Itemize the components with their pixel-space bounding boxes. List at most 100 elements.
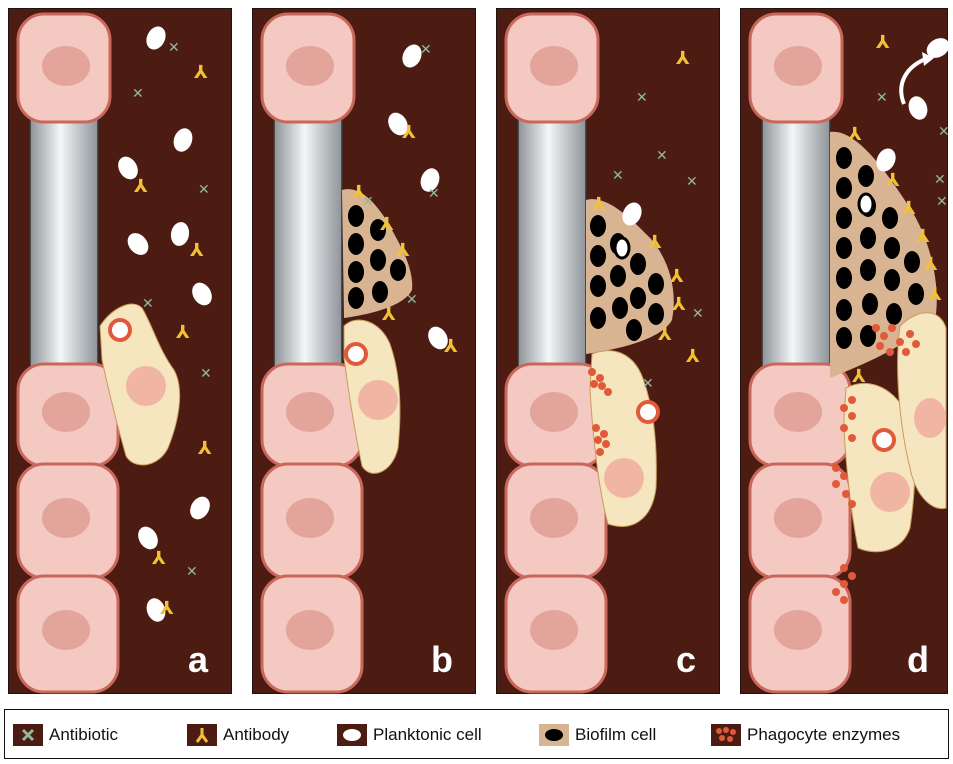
panel-label: d: [907, 639, 929, 680]
svg-text:⅄: ⅄: [876, 32, 890, 53]
nucleus: [774, 498, 822, 538]
svg-text:⅄: ⅄: [670, 266, 684, 287]
legend-item-phagocyte-enzymes: Phagocyte enzymes: [711, 723, 900, 747]
antibody: ⅄: [686, 346, 700, 367]
epithelial-cell: [262, 576, 362, 692]
implant: [762, 118, 830, 368]
nucleus: [286, 46, 334, 86]
antibiotic: ✕: [656, 148, 668, 164]
svg-text:✕: ✕: [612, 168, 624, 184]
phagocyte-enzymes-icon: [711, 724, 741, 746]
svg-text:✕: ✕: [428, 186, 440, 202]
nucleus: [358, 380, 398, 420]
implant: [30, 118, 98, 368]
panel-c: ✕ ✕ ✕ ✕ ✕ ✕ ⅄ ⅄ ⅄ ⅄ ⅄ ⅄ ⅄ c: [496, 8, 720, 694]
nucleus: [42, 610, 90, 650]
antibody: ⅄: [928, 284, 942, 305]
antibiotic: ✕: [168, 40, 180, 56]
nucleus: [530, 392, 578, 432]
nucleus: [42, 46, 90, 86]
antibiotic: ✕: [406, 292, 418, 308]
antibiotic-icon: [13, 724, 43, 746]
antibody: ⅄: [886, 170, 900, 191]
antibody: ⅄: [848, 124, 862, 145]
nucleus: [530, 46, 578, 86]
antibody: ⅄: [396, 240, 410, 261]
panel-b-illustration: ✕ ✕ ✕ ✕ ⅄ ⅄ ⅄ ⅄ ⅄ ⅄ b: [252, 8, 476, 694]
nucleus: [42, 392, 90, 432]
svg-text:✕: ✕: [936, 194, 948, 210]
svg-text:✕: ✕: [686, 174, 698, 190]
antibiotic: ✕: [198, 182, 210, 198]
svg-text:✕: ✕: [198, 182, 210, 198]
svg-text:✕: ✕: [642, 376, 654, 392]
svg-text:⅄: ⅄: [198, 438, 212, 459]
phagosome: [638, 402, 658, 422]
antibiotic: ✕: [200, 366, 212, 382]
nucleus: [286, 498, 334, 538]
svg-text:⅄: ⅄: [382, 304, 396, 325]
legend: Antibiotic Antibody Planktonic cell Biof…: [4, 709, 949, 759]
panel-d-illustration: ✕ ✕ ✕ ✕ ⅄ ⅄ ⅄ ⅄ ⅄ ⅄ ⅄ ⅄ d: [740, 8, 948, 694]
svg-text:✕: ✕: [168, 40, 180, 56]
svg-text:⅄: ⅄: [848, 124, 862, 145]
antibody: ⅄: [382, 304, 396, 325]
biofilm-cell-icon: [539, 724, 569, 746]
panel-d: ✕ ✕ ✕ ✕ ⅄ ⅄ ⅄ ⅄ ⅄ ⅄ ⅄ ⅄ d: [740, 8, 948, 694]
antibiotic: ✕: [876, 90, 888, 106]
epithelial-cell: [262, 14, 354, 122]
epithelial-cell: [506, 576, 606, 692]
nucleus: [42, 498, 90, 538]
antibody: ⅄: [852, 366, 866, 387]
legend-label: Antibody: [223, 725, 289, 745]
antibiotic: ✕: [428, 186, 440, 202]
antibody: ⅄: [176, 322, 190, 343]
antibody-icon: [187, 724, 217, 746]
svg-text:⅄: ⅄: [380, 214, 394, 235]
antibody: ⅄: [924, 254, 938, 275]
antibody: ⅄: [916, 226, 930, 247]
panel-label: c: [676, 639, 696, 680]
panel-a: ✕ ✕ ✕ ✕ ✕ ✕ ⅄ ⅄ ⅄ ⅄ ⅄ ⅄ ⅄ a: [8, 8, 232, 694]
antibiotic: ✕: [420, 42, 432, 58]
svg-text:⅄: ⅄: [592, 194, 606, 215]
legend-label: Planktonic cell: [373, 725, 482, 745]
antibody: ⅄: [152, 548, 166, 569]
svg-text:⅄: ⅄: [190, 240, 204, 261]
nucleus: [604, 458, 644, 498]
antibiotic: ✕: [686, 174, 698, 190]
panel-c-illustration: ✕ ✕ ✕ ✕ ✕ ✕ ⅄ ⅄ ⅄ ⅄ ⅄ ⅄ ⅄ c: [496, 8, 720, 694]
antibiotic: ✕: [934, 172, 946, 188]
svg-text:✕: ✕: [938, 124, 948, 140]
svg-text:⅄: ⅄: [352, 182, 366, 203]
antibody: ⅄: [198, 438, 212, 459]
antibody: ⅄: [648, 232, 662, 253]
svg-text:✕: ✕: [186, 564, 198, 580]
epithelial-cell: [262, 464, 362, 578]
antibody: ⅄: [592, 194, 606, 215]
epithelial-cell: [750, 14, 842, 122]
legend-item-antibiotic: Antibiotic: [13, 723, 118, 747]
svg-text:⅄: ⅄: [902, 198, 916, 219]
legend-label: Biofilm cell: [575, 725, 656, 745]
svg-text:⅄: ⅄: [672, 294, 686, 315]
epithelial-cell: [506, 14, 598, 122]
nucleus: [530, 498, 578, 538]
antibody: ⅄: [676, 48, 690, 69]
nucleus: [126, 366, 166, 406]
panel-label: b: [431, 639, 453, 680]
nucleus: [774, 392, 822, 432]
antibiotic: ✕: [186, 564, 198, 580]
antibody: ⅄: [134, 176, 148, 197]
svg-text:✕: ✕: [200, 366, 212, 382]
legend-label: Phagocyte enzymes: [747, 725, 900, 745]
antibody: ⅄: [352, 182, 366, 203]
antibody: ⅄: [194, 62, 208, 83]
antibiotic: ✕: [642, 376, 654, 392]
antibiotic: ✕: [938, 124, 948, 140]
nucleus: [286, 610, 334, 650]
antibody: ⅄: [876, 32, 890, 53]
svg-text:✕: ✕: [420, 42, 432, 58]
svg-text:✕: ✕: [656, 148, 668, 164]
nucleus: [774, 610, 822, 650]
